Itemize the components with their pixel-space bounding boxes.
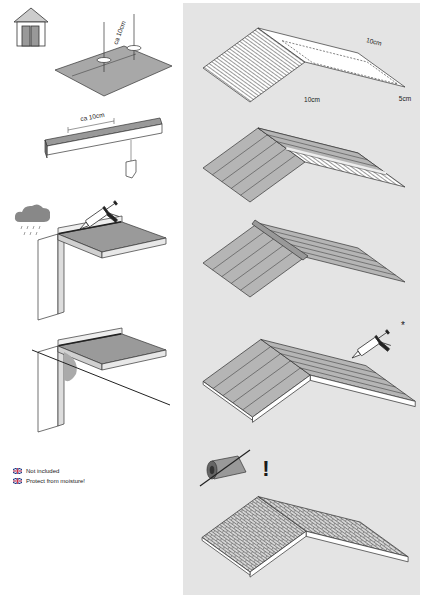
shed-icon (14, 8, 48, 46)
shingle-roof-figure (202, 497, 408, 578)
footnote-mark: * (401, 320, 405, 331)
dimension-label: 5cm (399, 95, 411, 102)
warning-mark: ! (262, 457, 269, 481)
sealing-figure (15, 200, 166, 320)
roof-boards-figure (203, 28, 405, 102)
dimension-label: 10cm (304, 96, 320, 103)
grey-panel (183, 3, 420, 595)
sheets-laid-figure (203, 220, 405, 297)
note-text: Protect from moisture! (26, 478, 85, 485)
sheet-nailing-figure (55, 14, 172, 96)
uk-flag-icon (13, 468, 22, 484)
no-roll-symbol (200, 450, 250, 486)
fascia-sealing-figure (203, 329, 415, 423)
sheet-laying-figure (203, 128, 405, 202)
note-text: Not included (26, 468, 59, 475)
wrong-sealing-figure (32, 328, 170, 432)
dimension-label: ca 10cm (79, 111, 104, 123)
dimension-label: ca 10cm (111, 20, 126, 46)
eave-edge-figure (45, 118, 162, 178)
